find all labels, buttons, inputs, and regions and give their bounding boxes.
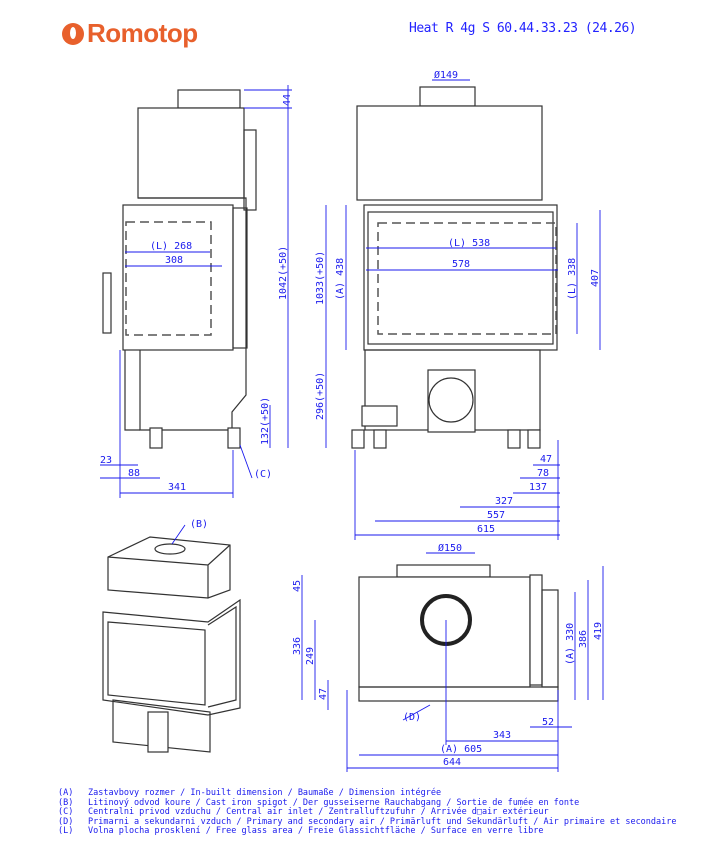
front-view: Ø149 1033(+50) (A) 438 (L) 538 578 (L) 3… [315,69,601,540]
dim-1033: 1033(+50) [315,251,326,305]
dim-47b: 47 [318,688,329,700]
dim-l338: (L) 338 [567,258,578,300]
legend-key: (D) [58,816,74,827]
dim-419: 419 [593,622,604,640]
dim-a438: (A) 438 [335,258,346,300]
legend-key: (A) [58,788,74,798]
dim-296: 296(+50) [315,372,326,420]
dim-45: 45 [292,580,303,592]
dim-336: 336 [292,637,303,655]
dim-a605: (A) 605 [440,744,482,755]
legend-text: Zastavbovy rozmer / In-built dimension /… [88,788,442,798]
dim-615: 615 [477,524,495,535]
model-title: Heat R 4g S 60.44.33.23 (24.26) [409,21,637,36]
dim-132: 132(+50) [260,397,271,445]
iso-view: (B) [102,519,241,753]
legend-text: Primarni a sekundarni vzduch / Primary a… [88,816,677,827]
legend-key: (L) [58,826,74,837]
dim-249: 249 [305,647,316,665]
legend-item: (A) Zastavbovy rozmer / In-built dimensio… [58,788,677,799]
dim-l268: (L) 268 [150,241,192,252]
dim-327: 327 [495,496,513,507]
legend-item: (D) Primarni a sekundarni vzduch / Primar… [58,816,677,828]
dim-557: 557 [487,510,505,521]
legend-item: (C) Centralni privod vzduchu / Central ai… [58,808,677,818]
brand-name: Romotop [87,18,198,48]
dim-88: 88 [128,468,140,479]
label-b: (B) [190,519,208,530]
legend-text: Centralni privod vzduchu / Central air i… [88,807,549,818]
label-d: (D) [403,712,421,723]
legend-text: Volna plocha prosklení / Free glass area… [88,826,544,837]
dim-578: 578 [452,259,470,270]
dim-47: 47 [540,454,552,465]
side-view: 44 1042(+50) (L) 268 308 132(+50) 23 88 … [100,85,293,498]
flame-icon [62,22,84,45]
dim-149: Ø149 [434,69,458,81]
dim-386: 386 [578,630,589,648]
dim-a330: (A) 330 [565,623,576,665]
romotop-logo: Romotop [62,18,198,49]
dim-44: 44 [282,94,293,106]
dim-137: 137 [529,482,547,493]
legend-item: (B) Litinový odvod koure / Cast iron spig… [58,797,677,809]
top-view: Ø150 45 336 249 47 (A) 330 386 419 52 34… [292,542,604,772]
dim-150: Ø150 [438,542,462,554]
legend-item: (L) Volna plocha prosklení / Free glass a… [58,827,677,837]
dim-341: 341 [168,482,186,493]
dim-l538: (L) 538 [448,238,490,249]
dim-343: 343 [493,730,511,741]
dim-78: 78 [537,468,549,479]
dim-407: 407 [590,269,601,287]
legend-text: Litinový odvod koure / Cast iron spigot … [88,797,580,808]
legend-key: (C) [58,807,74,818]
dim-23: 23 [100,455,112,466]
label-c: (C) [254,469,272,480]
legend: (A) Zastavbovy rozmer / In-built dimensio… [58,788,677,837]
dim-52: 52 [542,717,554,728]
dim-308: 308 [165,255,183,266]
dim-1042: 1042(+50) [278,246,289,300]
legend-key: (B) [58,797,74,808]
dim-644: 644 [443,757,461,768]
